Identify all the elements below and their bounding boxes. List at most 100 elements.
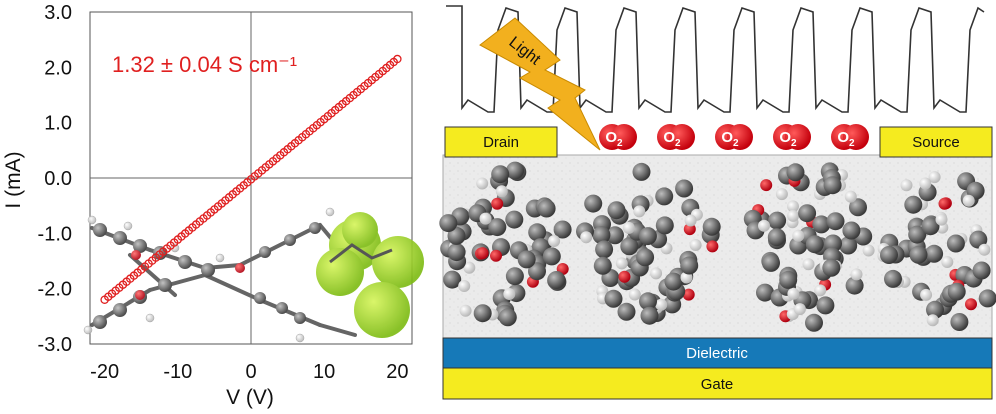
film-atom bbox=[595, 240, 614, 259]
film-atom bbox=[775, 188, 788, 201]
film-atom bbox=[640, 306, 659, 325]
film-atom bbox=[680, 271, 693, 284]
molecular-film bbox=[439, 161, 996, 332]
film-atom bbox=[849, 198, 867, 217]
film-atom bbox=[607, 201, 626, 220]
gate-label: Gate bbox=[701, 376, 734, 393]
film-atom bbox=[638, 227, 657, 246]
film-atom bbox=[787, 200, 799, 213]
o2-subscript: 2 bbox=[675, 138, 681, 149]
film-atom bbox=[553, 220, 572, 239]
film-atom bbox=[639, 292, 657, 311]
film-atom bbox=[458, 280, 471, 292]
film-atom bbox=[822, 258, 841, 277]
film-atom bbox=[826, 212, 845, 231]
film-atom bbox=[503, 288, 516, 300]
film-atom bbox=[941, 256, 954, 268]
x-tick-label: -10 bbox=[163, 361, 192, 383]
film-atom bbox=[447, 226, 466, 245]
film-atom bbox=[706, 240, 719, 253]
film-atom bbox=[682, 288, 695, 301]
film-atom bbox=[839, 236, 858, 255]
o2-molecule: O2 bbox=[599, 124, 637, 150]
x-axis-label: V (V) bbox=[226, 386, 274, 409]
film-atom bbox=[488, 218, 507, 237]
x-tick-label: 10 bbox=[313, 361, 335, 383]
film-atom bbox=[505, 267, 524, 286]
film-atom bbox=[925, 244, 944, 263]
film-atom bbox=[845, 276, 864, 295]
film-atom bbox=[628, 288, 641, 301]
film-atom bbox=[862, 244, 875, 257]
film-atom bbox=[537, 199, 556, 218]
film-atom bbox=[928, 171, 941, 184]
y-axis-label: I (mA) bbox=[2, 151, 25, 208]
film-atom bbox=[926, 300, 944, 319]
film-atom bbox=[542, 247, 561, 266]
film-atom bbox=[491, 197, 504, 210]
molecule-illustration bbox=[83, 207, 424, 343]
film-atom bbox=[490, 249, 502, 262]
y-tick-label: 2.0 bbox=[44, 57, 72, 79]
drain-electrode bbox=[444, 126, 558, 158]
o2-subscript: 2 bbox=[733, 138, 739, 149]
film-atom bbox=[606, 226, 624, 245]
dielectric-layer bbox=[442, 337, 993, 369]
o2-subscript: 2 bbox=[849, 138, 855, 149]
film-atom bbox=[756, 283, 774, 302]
film-atom bbox=[938, 197, 951, 210]
oxygen-atom bbox=[785, 124, 811, 150]
data-series bbox=[100, 54, 402, 304]
gate-electrode bbox=[442, 367, 993, 400]
film-atom bbox=[919, 177, 932, 190]
oxygen-atom bbox=[843, 124, 869, 150]
film-atom bbox=[528, 262, 546, 281]
photocurrent-trace bbox=[446, 5, 985, 113]
film-atom bbox=[920, 288, 933, 301]
data-point bbox=[393, 54, 402, 64]
film-atom bbox=[476, 177, 489, 190]
source-label: Source bbox=[912, 134, 960, 151]
film-atom bbox=[823, 176, 842, 195]
film-atom bbox=[904, 195, 923, 214]
film-atom bbox=[950, 313, 969, 331]
film-atom bbox=[593, 256, 612, 275]
film-atom bbox=[805, 313, 823, 332]
film-atom bbox=[767, 228, 786, 247]
x-tick-label: 0 bbox=[245, 361, 256, 383]
film-atom bbox=[636, 248, 655, 267]
film-atom bbox=[909, 245, 928, 264]
film-atom bbox=[793, 303, 806, 316]
film-atom bbox=[814, 284, 827, 297]
y-tick-label: -1.0 bbox=[38, 223, 72, 245]
o2-molecule: O2 bbox=[715, 124, 753, 150]
film-atom bbox=[620, 237, 639, 256]
film-atom bbox=[935, 213, 948, 226]
film-atom bbox=[592, 226, 611, 245]
film-atom bbox=[439, 214, 458, 233]
iv-chart: 3.0 2.0 1.0 0.0 -1.0 -2.0 -3.0 -20 -10 0… bbox=[2, 2, 424, 409]
y-tick-label: -2.0 bbox=[38, 279, 72, 301]
film-atom bbox=[675, 179, 694, 198]
film-atom bbox=[463, 261, 476, 274]
film-atom bbox=[517, 250, 536, 269]
film-atom bbox=[684, 214, 697, 227]
film-atom bbox=[443, 270, 462, 289]
film-atom bbox=[842, 221, 861, 240]
film-atom bbox=[655, 216, 674, 235]
film-atom bbox=[655, 187, 674, 206]
film-atom bbox=[702, 217, 721, 236]
film-atom bbox=[802, 258, 815, 271]
dielectric-label: Dielectric bbox=[686, 345, 748, 362]
film-atom bbox=[664, 272, 683, 291]
film-atom bbox=[498, 308, 517, 327]
y-tick-label: 1.0 bbox=[44, 113, 72, 135]
film-atom bbox=[618, 270, 631, 283]
film-atom bbox=[880, 246, 898, 264]
film-atom bbox=[850, 268, 863, 281]
film-atom bbox=[812, 215, 831, 234]
film-atom bbox=[792, 229, 805, 242]
light-bolt-icon bbox=[479, 17, 601, 151]
film-atom bbox=[604, 289, 623, 308]
